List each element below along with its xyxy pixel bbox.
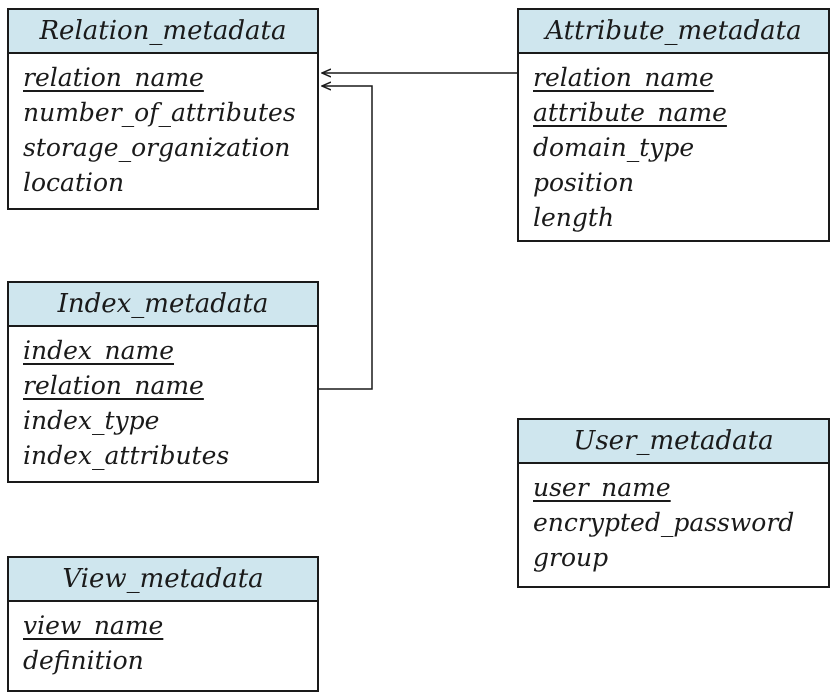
user-metadata-attr-group: group xyxy=(533,543,609,572)
attribute-metadata-table: Attribute_metadata relation_name attribu… xyxy=(517,8,830,242)
attribute-metadata-attributes: relation_name attribute_name domain_type… xyxy=(519,54,828,235)
relation-metadata-attr-storage-organization: storage_organization xyxy=(23,133,291,162)
view-metadata-attr-view-name: view_name xyxy=(23,611,164,640)
view-metadata-attributes: view_name definition xyxy=(9,602,317,678)
relation-metadata-attr-location: location xyxy=(23,168,125,197)
relation-metadata-table: Relation_metadata relation_name number_o… xyxy=(7,8,319,210)
attribute-metadata-attr-domain-type: domain_type xyxy=(533,133,695,162)
attribute-metadata-attr-length: length xyxy=(533,203,615,232)
relation-metadata-title: Relation_metadata xyxy=(9,10,317,54)
index-metadata-attr-index-name: index_name xyxy=(23,336,175,365)
index-metadata-attr-relation-name: relation_name xyxy=(23,371,204,400)
view-metadata-title: View_metadata xyxy=(9,558,317,602)
user-metadata-attr-encrypted-password: encrypted_password xyxy=(533,508,795,537)
user-metadata-attributes: user_name encrypted_password group xyxy=(519,464,828,575)
index-metadata-title: Index_metadata xyxy=(9,283,317,327)
index-metadata-attr-index-attributes: index_attributes xyxy=(23,441,230,470)
user-metadata-attr-user-name: user_name xyxy=(533,473,671,502)
relation-metadata-attr-number-of-attributes: number_of_attributes xyxy=(23,98,296,127)
index-to-relation-arrow xyxy=(319,86,373,390)
index-metadata-table: Index_metadata index_name relation_name … xyxy=(7,281,319,483)
attribute-metadata-attr-attribute-name: attribute_name xyxy=(533,98,727,127)
view-metadata-table: View_metadata view_name definition xyxy=(7,556,319,692)
attribute-metadata-attr-position: position xyxy=(533,168,635,197)
user-metadata-table: User_metadata user_name encrypted_passwo… xyxy=(517,418,830,588)
index-metadata-attr-index-type: index_type xyxy=(23,406,160,435)
attribute-metadata-attr-relation-name: relation_name xyxy=(533,63,714,92)
attribute-metadata-title: Attribute_metadata xyxy=(519,10,828,54)
view-metadata-attr-definition: definition xyxy=(23,646,144,675)
relation-metadata-attributes: relation_name number_of_attributes stora… xyxy=(9,54,317,200)
index-metadata-attributes: index_name relation_name index_type inde… xyxy=(9,327,317,473)
user-metadata-title: User_metadata xyxy=(519,420,828,464)
relation-metadata-attr-relation-name: relation_name xyxy=(23,63,204,92)
